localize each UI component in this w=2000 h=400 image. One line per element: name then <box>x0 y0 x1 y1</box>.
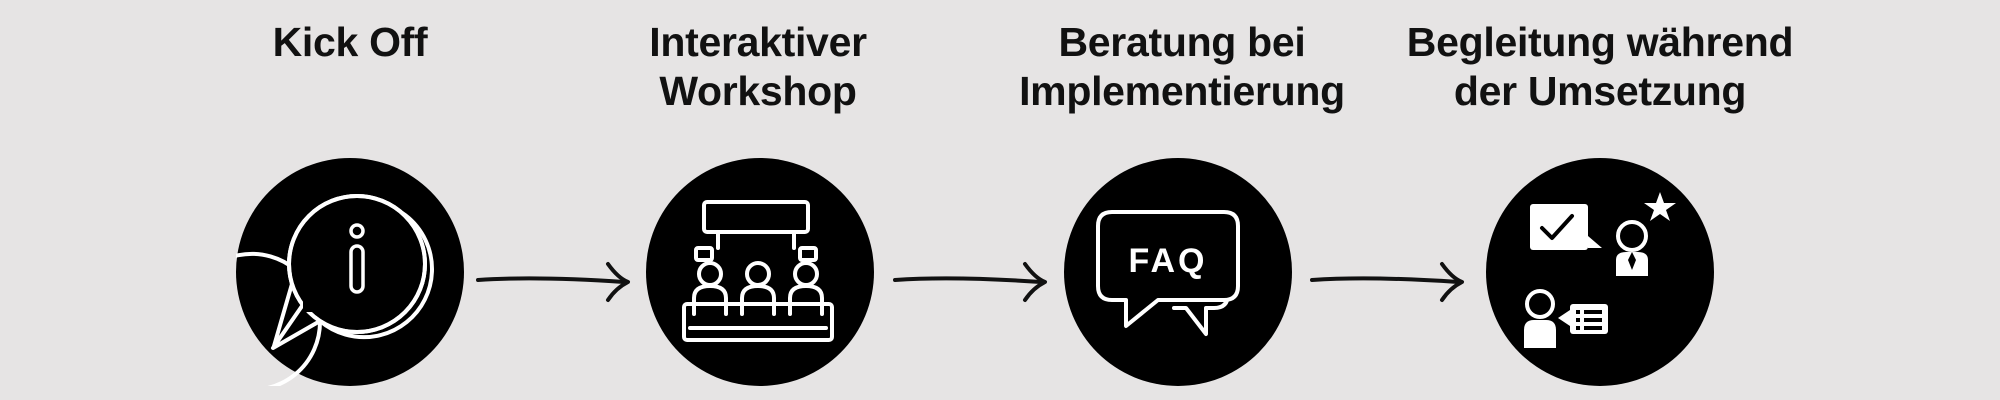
step-circle-consulting: FAQ <box>1064 158 1292 386</box>
step-circle-kickoff <box>236 158 464 386</box>
step-circle-support <box>1486 158 1714 386</box>
faq-label: FAQ <box>1129 242 1208 280</box>
mentoring-people-icon <box>1524 192 1676 348</box>
arrow-icon <box>893 262 1047 302</box>
step-title-workshop: Interaktiver Workshop <box>649 19 867 114</box>
arrow-icon <box>476 262 630 302</box>
step-title-consulting: Beratung bei Implementierung <box>1019 19 1345 114</box>
step-circle-workshop <box>646 158 874 386</box>
step-title-kickoff: Kick Off <box>272 19 428 65</box>
step-title-support: Begleitung während der Umsetzung <box>1406 19 1794 114</box>
arrow-icon <box>1310 262 1464 302</box>
info-speech-bubble-icon <box>236 194 434 386</box>
workshop-audience-icon <box>682 200 834 342</box>
faq-bubbles-icon: FAQ <box>1096 210 1240 336</box>
